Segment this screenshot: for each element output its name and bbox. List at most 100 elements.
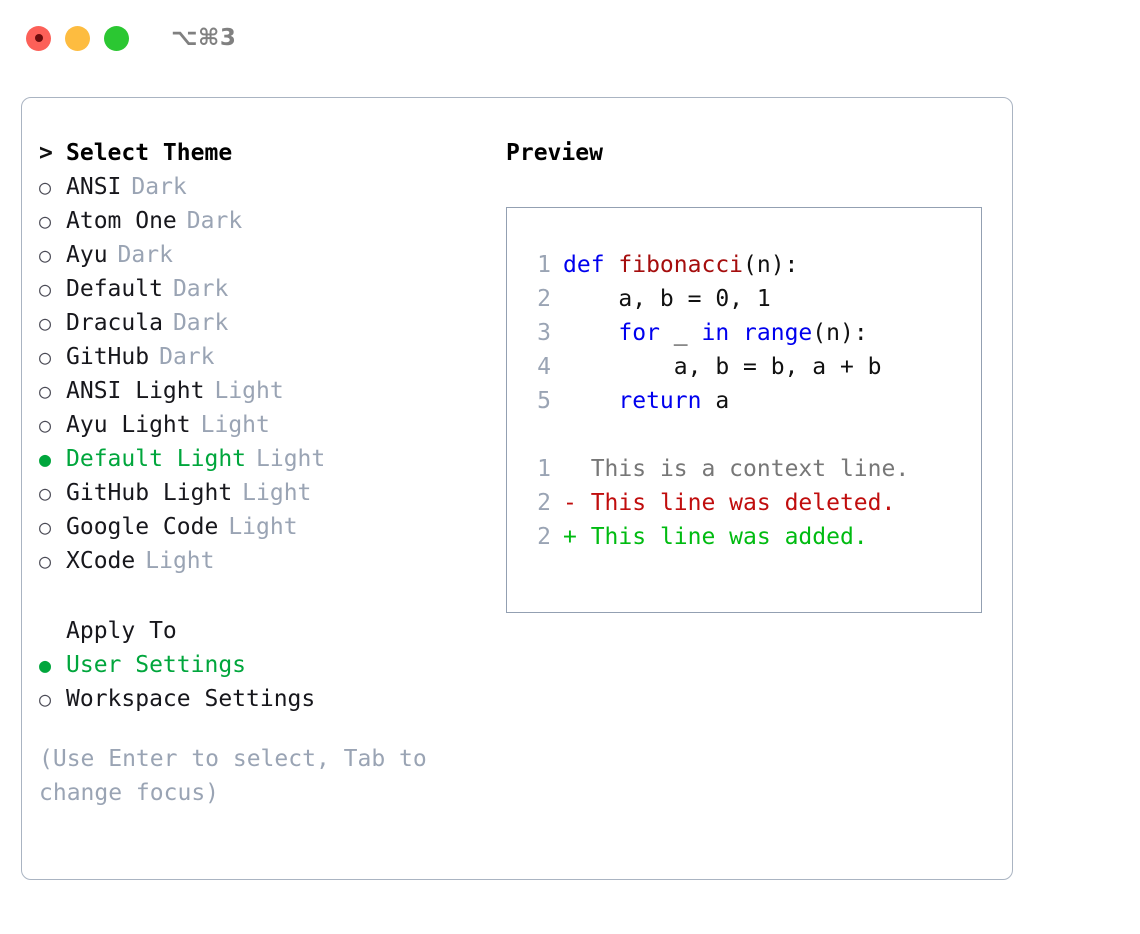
radio-unselected-icon[interactable]: ○ xyxy=(39,277,52,301)
code-token: a, b = b, a + b xyxy=(563,354,882,380)
code-line: 2 a, b = 0, 1 xyxy=(521,286,981,320)
theme-list-item[interactable]: ○ Ayu Light Light xyxy=(39,412,492,446)
radio-unselected-icon[interactable]: ○ xyxy=(39,413,52,437)
theme-name: Ayu Light xyxy=(66,412,191,438)
code-line: 3 for _ in range(n): xyxy=(521,320,981,354)
theme-variant-tag: Dark xyxy=(131,174,187,200)
radio-unselected-icon[interactable]: ○ xyxy=(39,311,52,335)
caret-icon: > xyxy=(39,140,53,166)
apply-to-option[interactable]: ● User Settings xyxy=(39,652,492,686)
theme-name: Default xyxy=(66,276,163,302)
code-diff-spacer xyxy=(521,422,981,456)
theme-variant-tag: Light xyxy=(214,378,284,404)
theme-name: Google Code xyxy=(66,514,219,540)
keyboard-shortcut-label: ⌥⌘3 xyxy=(171,25,237,51)
theme-list-item[interactable]: ○ GitHub Light Light xyxy=(39,480,492,514)
diff-marker: + xyxy=(563,524,591,550)
theme-name: Atom One xyxy=(66,208,177,234)
theme-variant-tag: Dark xyxy=(159,344,215,370)
radio-unselected-icon[interactable]: ○ xyxy=(39,243,52,267)
radio-selected-icon[interactable]: ● xyxy=(39,447,52,471)
theme-list-item[interactable]: ○ ANSI Light Light xyxy=(39,378,492,412)
section-spacer xyxy=(39,582,492,618)
window-controls xyxy=(26,25,129,51)
theme-variant-tag: Dark xyxy=(172,276,229,302)
line-number: 4 xyxy=(537,354,551,380)
theme-variant-tag: Light xyxy=(242,480,312,506)
line-number: 5 xyxy=(537,388,551,414)
theme-list-item[interactable]: ○ Atom One Dark xyxy=(39,208,492,242)
code-token: (n): xyxy=(812,320,868,346)
theme-name: Dracula xyxy=(66,310,163,336)
theme-name: GitHub xyxy=(66,344,150,370)
maximize-button-icon[interactable] xyxy=(104,25,129,51)
theme-variant-tag: Light xyxy=(200,412,270,438)
blank-bullet-icon: ○ xyxy=(39,619,66,643)
theme-name: Ayu xyxy=(66,242,108,268)
diff-marker: - xyxy=(563,490,591,516)
apply-to-options: ● User Settings ○Workspace Settings xyxy=(39,652,492,720)
radio-unselected-icon[interactable]: ○ xyxy=(39,379,52,403)
theme-variant-tag: Dark xyxy=(186,208,243,234)
code-token: def xyxy=(563,252,619,278)
code-token: a, b = 0, 1 xyxy=(563,286,771,312)
code-token xyxy=(563,388,618,414)
radio-unselected-icon[interactable]: ○ xyxy=(39,175,52,199)
line-number: 1 xyxy=(537,456,551,482)
theme-name: Default Light xyxy=(66,446,247,472)
code-token: fibonacci xyxy=(618,252,744,278)
radio-unselected-icon[interactable]: ○ xyxy=(39,549,52,573)
close-button-icon[interactable] xyxy=(26,25,51,51)
theme-name: GitHub Light xyxy=(66,480,233,506)
code-line: 1 def fibonacci(n): xyxy=(521,252,981,286)
line-number: 1 xyxy=(537,252,551,278)
radio-unselected-icon[interactable]: ○ xyxy=(39,481,52,505)
diff-text: This line was deleted. xyxy=(590,490,896,516)
theme-list-item[interactable]: ○ Default Dark xyxy=(39,276,492,310)
radio-unselected-icon[interactable]: ○ xyxy=(39,687,52,711)
code-token xyxy=(563,320,618,346)
code-line: 4 a, b = b, a + b xyxy=(521,354,981,388)
radio-selected-icon[interactable]: ● xyxy=(39,653,52,677)
code-token: range xyxy=(743,320,813,346)
diff-sample: 1 This is a context line. 2- This line wa… xyxy=(521,456,981,558)
code-token: (n): xyxy=(743,252,799,278)
select-theme-title: Select Theme xyxy=(66,140,233,166)
radio-unselected-icon[interactable]: ○ xyxy=(39,209,52,233)
code-token xyxy=(729,320,743,346)
code-token: _ xyxy=(659,320,702,346)
title-bar: ⌥⌘3 xyxy=(0,0,1140,76)
diff-line: 2 + This line was added. xyxy=(521,524,981,558)
code-token: in xyxy=(701,320,730,346)
theme-list-item[interactable]: ○ GitHub Dark xyxy=(39,344,492,378)
theme-name: XCode xyxy=(66,548,136,574)
radio-unselected-icon[interactable]: ○ xyxy=(39,345,52,369)
minimize-button-icon[interactable] xyxy=(65,25,90,51)
radio-unselected-icon[interactable]: ○ xyxy=(39,515,52,539)
line-number: 2 xyxy=(537,524,551,550)
theme-name: ANSI Light xyxy=(66,378,205,404)
code-line: 5 return a xyxy=(521,388,981,422)
theme-name: ANSI xyxy=(66,174,122,200)
apply-to-title: Apply To xyxy=(66,618,177,644)
diff-line: 2- This line was deleted. xyxy=(521,490,981,524)
select-theme-heading: > Select Theme xyxy=(39,140,492,174)
apply-to-label: User Settings xyxy=(66,652,247,678)
apply-to-option[interactable]: ○Workspace Settings xyxy=(39,686,492,720)
diff-text: This line was added. xyxy=(590,524,868,550)
theme-list-item[interactable]: ○ Ayu Dark xyxy=(39,242,492,276)
diff-text: This is a context line. xyxy=(590,456,910,482)
preview-heading: Preview xyxy=(506,140,603,166)
theme-variant-tag: Dark xyxy=(117,242,173,268)
code-token: for xyxy=(618,320,660,346)
theme-list-item[interactable]: ○ ANSI Dark xyxy=(39,174,492,208)
